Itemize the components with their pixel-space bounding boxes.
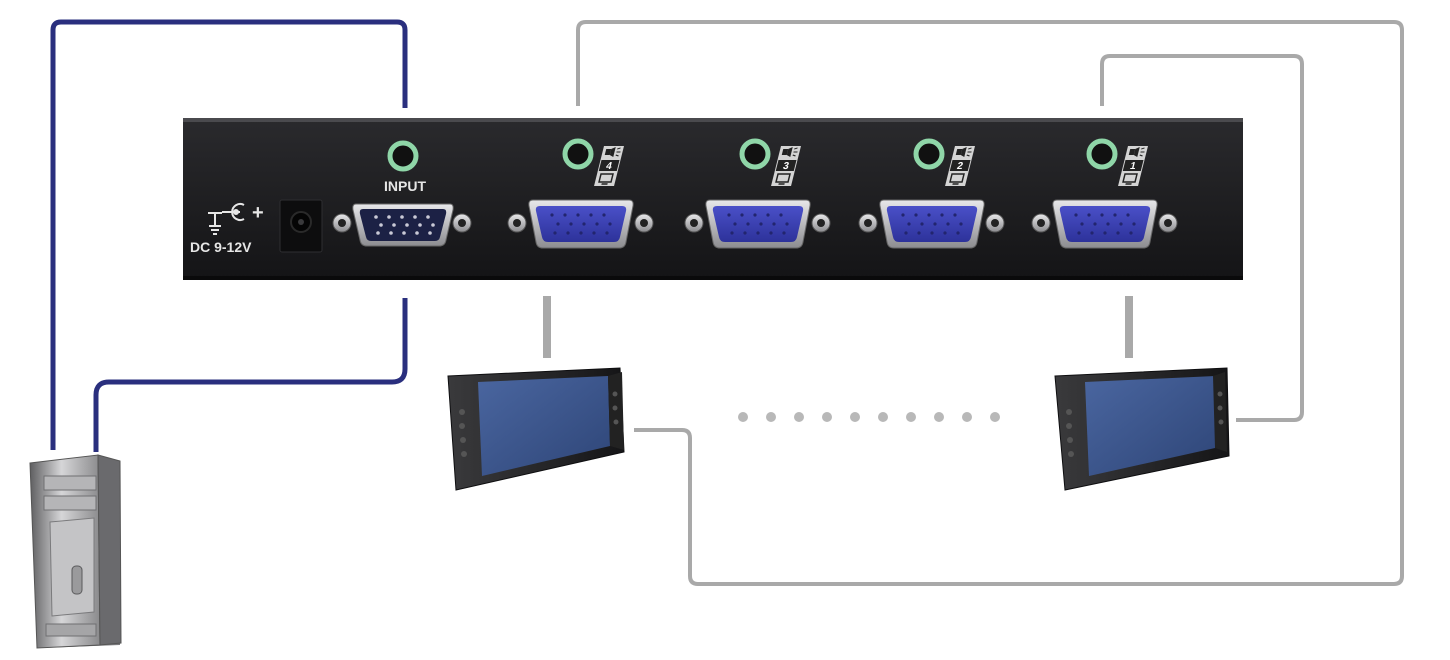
port-number: 4 (605, 161, 614, 172)
splitter-top-edge (183, 118, 1243, 122)
output-vga-port[interactable] (1059, 206, 1151, 242)
more-monitors-ellipsis (738, 412, 1000, 422)
port-number: 3 (782, 161, 791, 172)
output-audio-jack[interactable] (913, 138, 945, 170)
port-number: 1 (1129, 161, 1138, 172)
monitor-stub-cable-left (543, 296, 551, 358)
input-cable-top (50, 19, 408, 450)
speaker-monitor-icon: 3 (771, 146, 801, 186)
output-cable-port4 (576, 20, 1404, 586)
output-cables (576, 20, 1404, 586)
output-port-group-2: 2 (858, 138, 1005, 249)
output-port-group-1: 1 (1031, 138, 1178, 249)
power-label: DC 9-12V (190, 239, 252, 255)
output-vga-port[interactable] (886, 206, 978, 242)
output-vga-port[interactable] (712, 206, 804, 242)
input-vga-port[interactable] (359, 209, 447, 241)
tower-pc-icon (29, 454, 122, 649)
port-number: 2 (956, 161, 965, 172)
splitter-body (183, 118, 1243, 280)
dc-polarity-icon (208, 203, 245, 235)
speaker-monitor-icon: 2 (945, 146, 975, 186)
output-audio-jack[interactable] (1086, 138, 1118, 170)
input-cable (50, 19, 408, 452)
speaker-monitor-icon: 1 (1118, 146, 1148, 186)
output-audio-jack[interactable] (562, 138, 594, 170)
monitor-icon (1054, 367, 1230, 491)
input-label: INPUT (384, 178, 426, 194)
power-plus-sign: + (252, 202, 264, 224)
power-section: + DC 9-12V (190, 199, 323, 255)
splitter-bottom-edge (183, 276, 1243, 280)
output-audio-jack[interactable] (739, 138, 771, 170)
vga-splitter-device: + DC 9-12V INPUT (183, 118, 1243, 280)
output-port-group-3: 3 (684, 138, 831, 249)
input-vga-pins (374, 215, 435, 235)
monitor-icon (447, 367, 625, 491)
input-cable-bottom (93, 298, 408, 452)
input-port-group: INPUT (332, 140, 472, 247)
input-audio-jack[interactable] (387, 140, 419, 172)
output-cable-port1 (1100, 54, 1304, 422)
output-vga-port[interactable] (535, 206, 627, 242)
monitor-stub-cable-right (1125, 296, 1133, 358)
output-port-group-4: 4 (507, 138, 654, 249)
speaker-monitor-icon: 4 (594, 146, 624, 186)
